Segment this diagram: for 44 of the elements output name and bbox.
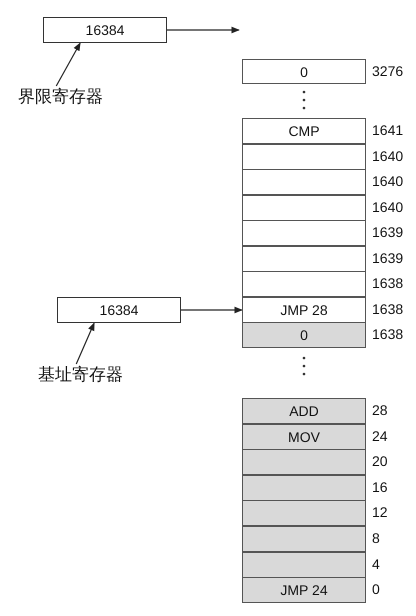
memory-cell	[242, 449, 366, 476]
arrow	[167, 26, 240, 34]
address-label: 1638	[372, 300, 404, 316]
memory-cell: JMP 28	[242, 296, 366, 322]
memory-cell: 0	[242, 322, 366, 348]
address-label: 1640	[372, 173, 404, 189]
register-box: 16384	[57, 297, 181, 323]
address-label: 1639	[372, 250, 404, 266]
memory-cell	[242, 526, 366, 552]
address-label: 3276	[372, 63, 404, 79]
memory-cell	[242, 246, 366, 272]
address-label: 28	[372, 402, 388, 418]
memory-cell: 0	[242, 59, 366, 84]
address-label: 16	[372, 478, 388, 495]
memory-cell	[242, 271, 366, 297]
address-label: 4	[372, 556, 380, 572]
address-label: 1640	[372, 198, 404, 214]
leader-line	[56, 42, 81, 86]
address-label: 1640	[372, 148, 404, 164]
address-label: 1638	[372, 275, 404, 291]
register-box: 16384	[43, 17, 167, 43]
register-label: 基址寄存器	[38, 364, 123, 384]
address-label: 20	[372, 453, 388, 470]
address-label: 24	[372, 428, 388, 444]
memory-cell: MOV	[242, 424, 366, 450]
address-label: 0	[372, 581, 380, 598]
address-label: 1639	[372, 224, 404, 240]
arrow	[181, 306, 243, 314]
address-label: 8	[372, 530, 380, 546]
memory-cell: JMP 24	[242, 577, 366, 604]
address-label: 12	[372, 504, 388, 520]
memory-cell	[242, 220, 366, 246]
memory-cell	[242, 474, 366, 501]
memory-cell	[242, 144, 366, 170]
register-label: 界限寄存器	[18, 86, 103, 106]
address-label: 1638	[372, 326, 404, 342]
address-label: 1641	[372, 122, 404, 138]
memory-cell	[242, 500, 366, 526]
memory-cell: CMP	[242, 118, 366, 144]
memory-cell	[242, 194, 366, 220]
memory-cell	[242, 169, 366, 195]
memory-cell	[242, 552, 366, 578]
leader-line	[76, 322, 95, 364]
memory-cell: ADD	[242, 398, 366, 424]
